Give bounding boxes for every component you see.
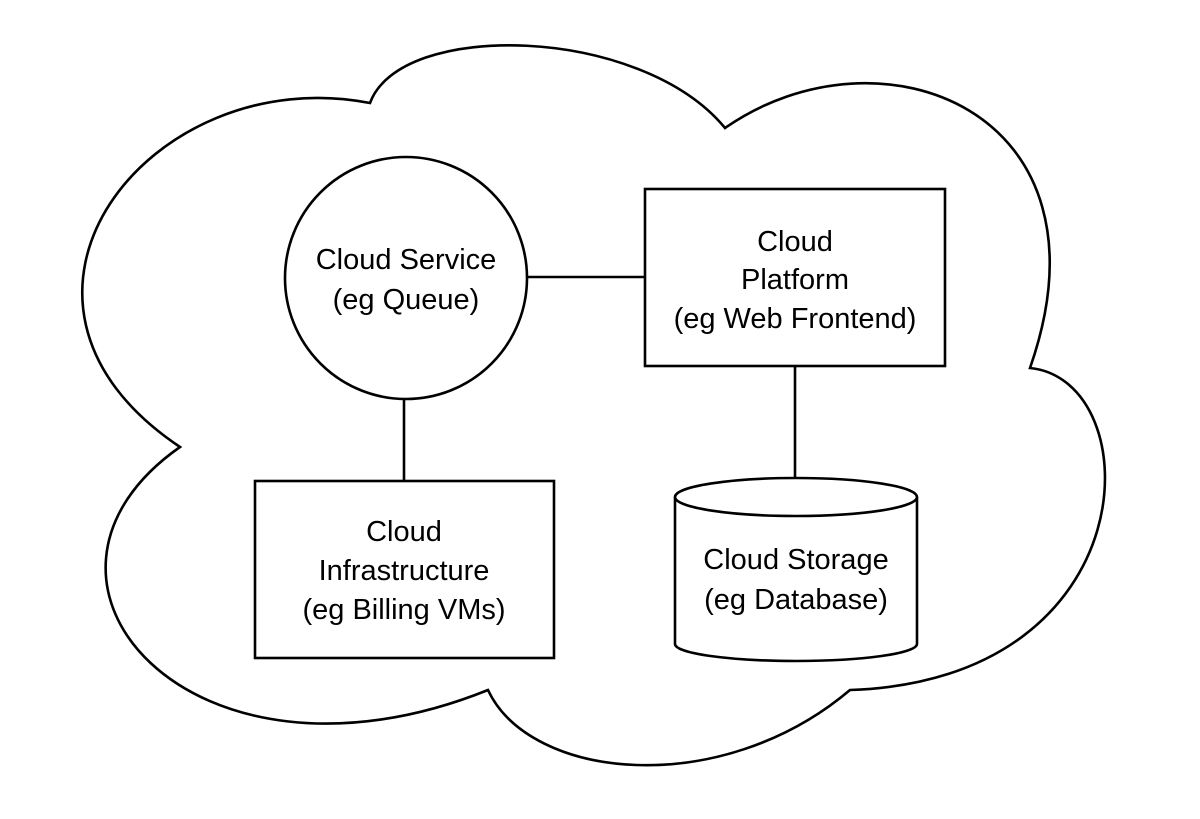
cloud-storage-cylinder-top (673, 476, 919, 518)
cloud-storage-label-line-1: Cloud Storage (703, 544, 888, 576)
cloud-platform-label-line-1: Cloud (757, 226, 833, 258)
node-cloud-platform: Cloud Platform (eg Web Frontend) (643, 187, 947, 368)
cloud-service-label-line-2: (eg Queue) (333, 284, 480, 316)
node-cloud-service: Cloud Service (eg Queue) (283, 155, 529, 401)
cloud-storage-cylinder-body (673, 497, 919, 663)
cloud-infrastructure-box (253, 479, 556, 660)
cloud-infrastructure-label-line-2: Infrastructure (319, 555, 490, 587)
cloud-platform-label-line-3: (eg Web Frontend) (674, 303, 917, 335)
cloud-infrastructure-label-line-1: Cloud (366, 516, 442, 548)
cloud-boundary (80, 44, 1107, 767)
cloud-service-label-line-1: Cloud Service (316, 244, 497, 276)
cloud-service-circle (283, 155, 529, 401)
node-cloud-infrastructure: Cloud Infrastructure (eg Billing VMs) (253, 479, 556, 660)
cloud-platform-box (643, 187, 947, 368)
cloud-infrastructure-label-line-3: (eg Billing VMs) (302, 594, 505, 626)
cloud-storage-label-line-2: (eg Database) (704, 584, 888, 616)
cloud-platform-label-line-2: Platform (741, 264, 849, 296)
node-cloud-storage: Cloud Storage (eg Database) (673, 476, 919, 663)
